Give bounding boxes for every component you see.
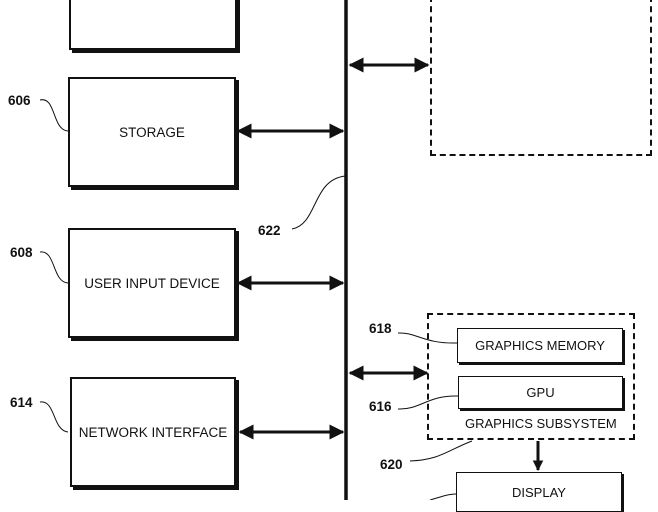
- ref-606: 606: [8, 93, 31, 108]
- network-interface-box: NETWORK INTERFACE: [70, 377, 236, 487]
- ref-618: 618: [369, 321, 392, 336]
- leader-display: [429, 493, 457, 500]
- ref-614: 614: [10, 395, 33, 410]
- ref-620: 620: [380, 457, 403, 472]
- leader-608: [39, 251, 69, 284]
- leader-614: [39, 401, 69, 433]
- ref-608: 608: [10, 245, 33, 260]
- ref-616: 616: [369, 399, 392, 414]
- block-diagram: STORAGE USER INPUT DEVICE NETWORK INTERF…: [8, 0, 652, 512]
- top-partial-box: [69, 0, 237, 50]
- ref-622: 622: [258, 223, 281, 238]
- graphics-memory-box: GRAPHICS MEMORY: [457, 328, 623, 363]
- graphics-subsystem-box: [427, 313, 635, 440]
- leader-622: [291, 175, 346, 230]
- dashed-unit-box: [430, 0, 652, 156]
- user-input-device-box: USER INPUT DEVICE: [68, 228, 236, 338]
- connectors: [39, 0, 544, 500]
- leader-620: [409, 440, 473, 462]
- leader-616: [397, 395, 459, 410]
- leader-606: [39, 99, 69, 132]
- display-box: DISPLAY: [456, 472, 622, 512]
- gpu-box: GPU: [458, 376, 623, 409]
- storage-box: STORAGE: [68, 77, 236, 187]
- graphics-subsystem-label: GRAPHICS SUBSYSTEM: [465, 416, 617, 431]
- leader-618: [397, 332, 458, 344]
